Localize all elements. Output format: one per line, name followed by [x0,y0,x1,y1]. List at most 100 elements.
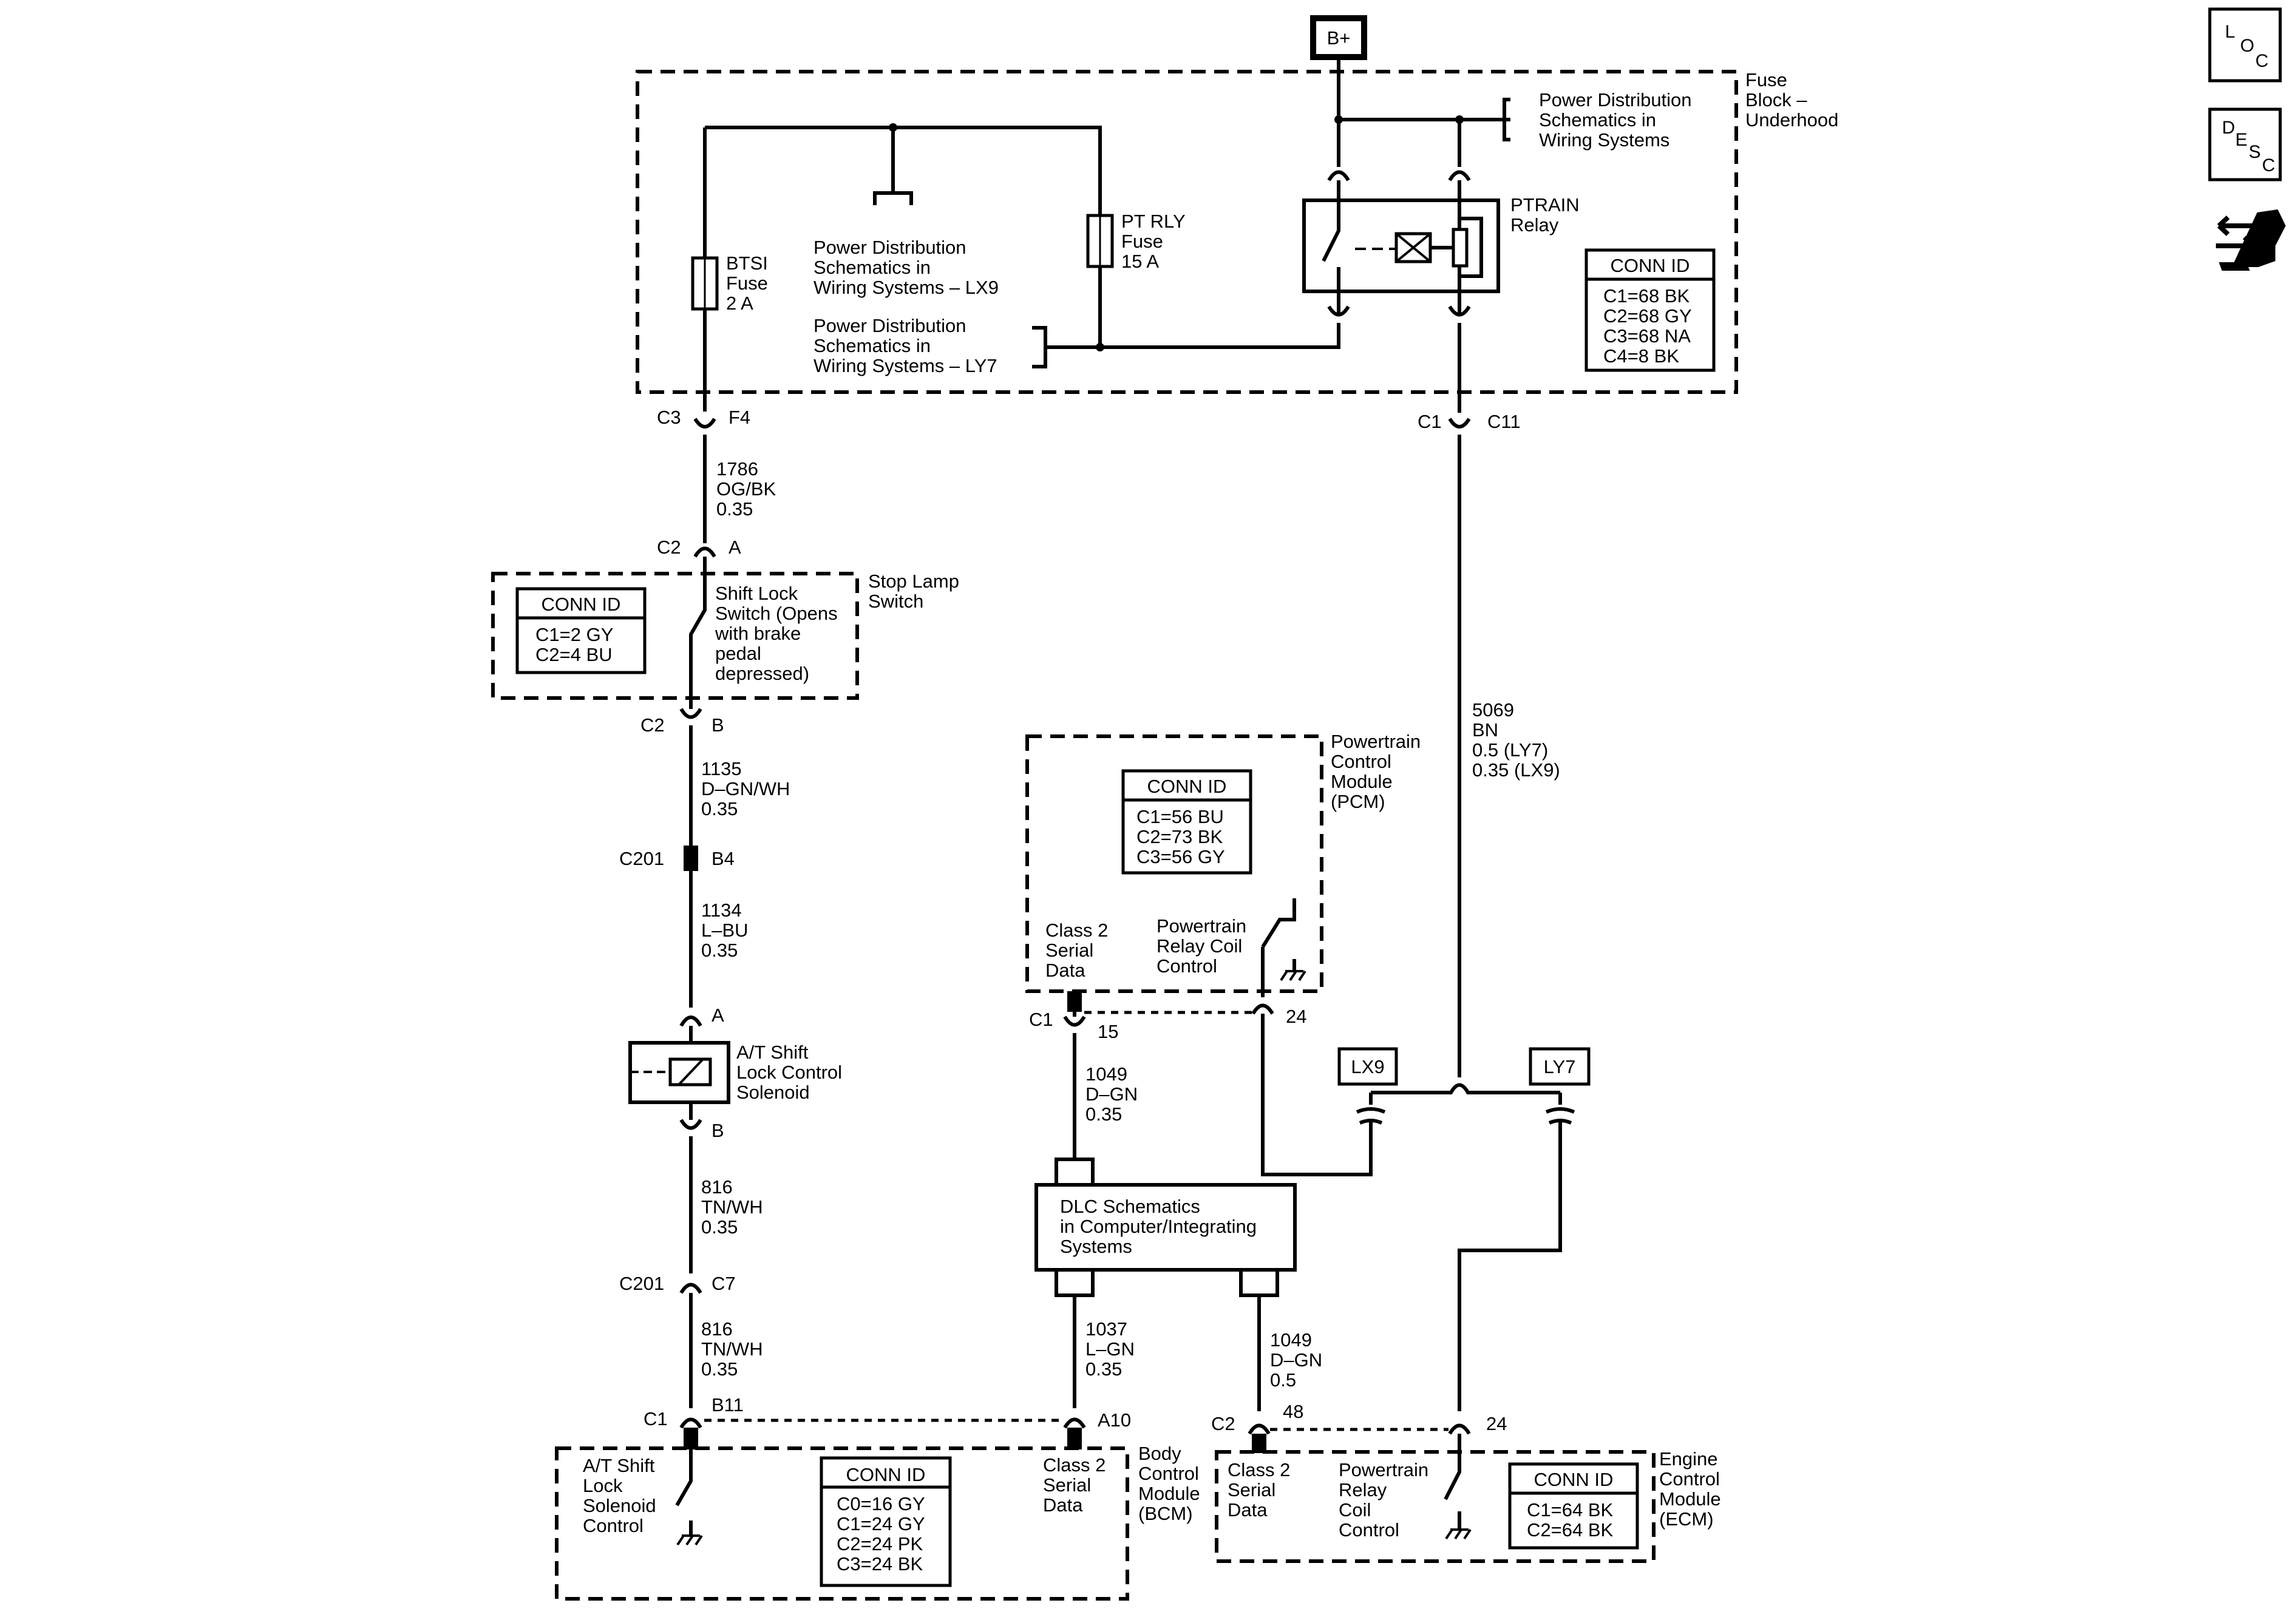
svg-text:0.35: 0.35 [701,1216,738,1238]
svg-text:PT RLY: PT RLY [1121,211,1186,232]
svg-text:1049: 1049 [1270,1329,1312,1351]
conn-c2-b-label: C2 [640,714,665,736]
conn-c2-ecm-label: C2 [1211,1413,1235,1434]
svg-text:Serial: Serial [1045,940,1093,961]
conn-c1-bcm-label: C1 [644,1408,668,1429]
pin-a10-label: A10 [1098,1409,1131,1431]
pin-a-top-label: A [729,537,741,558]
pwr-dist-lx9-label: Power Distribution Schematics in Wiring … [813,237,999,298]
conn-c201-a-label: C201 [619,848,664,869]
svg-text:C4=8 BK: C4=8 BK [1603,345,1679,367]
ecm-label: Engine Control Module (ECM) [1659,1448,1721,1530]
svg-text:Module: Module [1331,771,1393,792]
svg-text:Class 2: Class 2 [1228,1459,1290,1480]
fuse-conn-id-table: CONN ID C1=68 BK C2=68 GY C3=68 NA C4=8 … [1584,248,1716,372]
svg-text:Powertrain: Powertrain [1156,915,1246,937]
svg-text:1037: 1037 [1085,1318,1127,1340]
svg-text:Stop Lamp: Stop Lamp [868,571,959,592]
svg-text:C2=24 PK: C2=24 PK [837,1533,923,1554]
svg-text:LX9: LX9 [1351,1056,1384,1077]
svg-text:Data: Data [1043,1494,1083,1516]
description-nav-button[interactable]: D E S C [2208,107,2282,181]
bcm-label: Body Control Module (BCM) [1138,1443,1200,1524]
ecm-outline [1215,1450,1656,1563]
svg-text:D–GN/WH: D–GN/WH [701,778,790,799]
conn-c2-a-label: C2 [657,537,681,558]
pin-a-sol-label: A [712,1005,724,1026]
svg-text:Module: Module [1138,1483,1200,1504]
wire-1049b-label: 1049 D–GN 0.5 [1270,1329,1322,1391]
svg-text:15 A: 15 A [1121,251,1159,272]
svg-text:TN/WH: TN/WH [701,1196,763,1218]
svg-text:C: C [2262,155,2275,175]
solenoid-label: A/T Shift Lock Control Solenoid [736,1042,842,1103]
svg-text:Relay: Relay [1339,1479,1387,1500]
svg-text:Control: Control [1659,1468,1720,1490]
svg-text:Serial: Serial [1228,1479,1275,1500]
pin-b-top-label: B [712,714,724,736]
svg-text:Block –: Block – [1745,89,1807,110]
svg-text:0.5: 0.5 [1270,1369,1296,1391]
svg-text:CONN ID: CONN ID [1147,776,1227,797]
stop-lamp-conn-id-table: CONN ID C1=2 GY C2=4 BU [515,587,647,674]
location-nav-button[interactable]: L O C [2208,7,2282,83]
svg-text:C2=73 BK: C2=73 BK [1136,826,1223,847]
svg-text:5069: 5069 [1472,699,1514,720]
svg-text:Engine: Engine [1659,1448,1718,1470]
svg-text:C2=4 BU: C2=4 BU [535,644,613,665]
svg-text:LY7: LY7 [1544,1056,1576,1077]
svg-text:Schematics in: Schematics in [813,257,931,278]
conn-c1-pcm-label: C1 [1029,1009,1053,1030]
pin-15-label: 15 [1098,1021,1118,1042]
svg-text:Data: Data [1045,960,1085,981]
bcm-solenoid-control-label: A/T Shift Lock Solenoid Control [583,1455,656,1536]
svg-text:Systems: Systems [1060,1236,1132,1257]
svg-text:CONN ID: CONN ID [1611,255,1690,276]
ptrain-relay-box [1302,198,1500,293]
svg-text:C2=64 BK: C2=64 BK [1527,1519,1614,1541]
pt-rly-fuse-label: PT RLY Fuse 15 A [1121,211,1186,272]
btsi-fuse-label: BTSI Fuse 2 A [726,253,768,314]
svg-text:Schematics in: Schematics in [1539,109,1656,131]
svg-text:(PCM): (PCM) [1331,791,1385,812]
svg-text:Control: Control [1138,1463,1199,1484]
svg-text:Solenoid: Solenoid [583,1495,656,1516]
pin-c7-label: C7 [712,1273,736,1294]
dlc-label: DLC Schematics in Computer/Integrating S… [1060,1196,1257,1257]
pcm-relay-control-label: Powertrain Relay Coil Control [1156,915,1246,977]
svg-text:PTRAIN: PTRAIN [1510,194,1580,215]
svg-text:1135: 1135 [701,758,742,779]
svg-text:Class 2: Class 2 [1045,920,1108,941]
svg-text:C: C [2255,51,2269,71]
pin-f4-label: F4 [729,407,750,428]
svg-text:E: E [2235,130,2247,150]
svg-text:0.5 (LY7): 0.5 (LY7) [1472,739,1548,761]
wire-5069-label: 5069 BN 0.5 (LY7) 0.35 (LX9) [1472,699,1560,781]
wire-816b-label: 816 TN/WH 0.35 [701,1318,763,1380]
svg-text:816: 816 [701,1318,733,1340]
dlc-box [1034,1183,1297,1272]
svg-text:Powertrain: Powertrain [1331,731,1421,752]
pcm-label: Powertrain Control Module (PCM) [1331,731,1421,812]
svg-text:C2=68 GY: C2=68 GY [1603,305,1692,327]
svg-text:Lock: Lock [583,1475,623,1496]
svg-text:Underhood: Underhood [1745,109,1838,131]
svg-text:0.35 (LX9): 0.35 (LX9) [1472,759,1560,781]
svg-text:Schematics in: Schematics in [813,335,931,356]
svg-text:Module: Module [1659,1488,1721,1510]
svg-text:DLC Schematics: DLC Schematics [1060,1196,1200,1217]
conn-c201-b-label: C201 [619,1273,664,1294]
connector-tool-icon[interactable] [2216,209,2286,271]
svg-text:Power Distribution: Power Distribution [1539,89,1692,110]
svg-text:0.35: 0.35 [1085,1358,1122,1380]
svg-text:Power Distribution: Power Distribution [813,237,966,258]
stop-lamp-switch-label: Stop Lamp Switch [868,571,959,612]
svg-text:1049: 1049 [1085,1063,1127,1085]
pin-48-label: 48 [1283,1401,1303,1422]
pin-b11-label: B11 [712,1394,744,1415]
bplus-label: B+ [1327,27,1351,49]
svg-text:Body: Body [1138,1443,1181,1464]
pcm-conn-id-table: CONN ID C1=56 BU C2=73 BK C3=56 GY [1121,769,1252,875]
svg-text:0.35: 0.35 [701,940,738,961]
svg-text:CONN ID: CONN ID [542,594,621,615]
